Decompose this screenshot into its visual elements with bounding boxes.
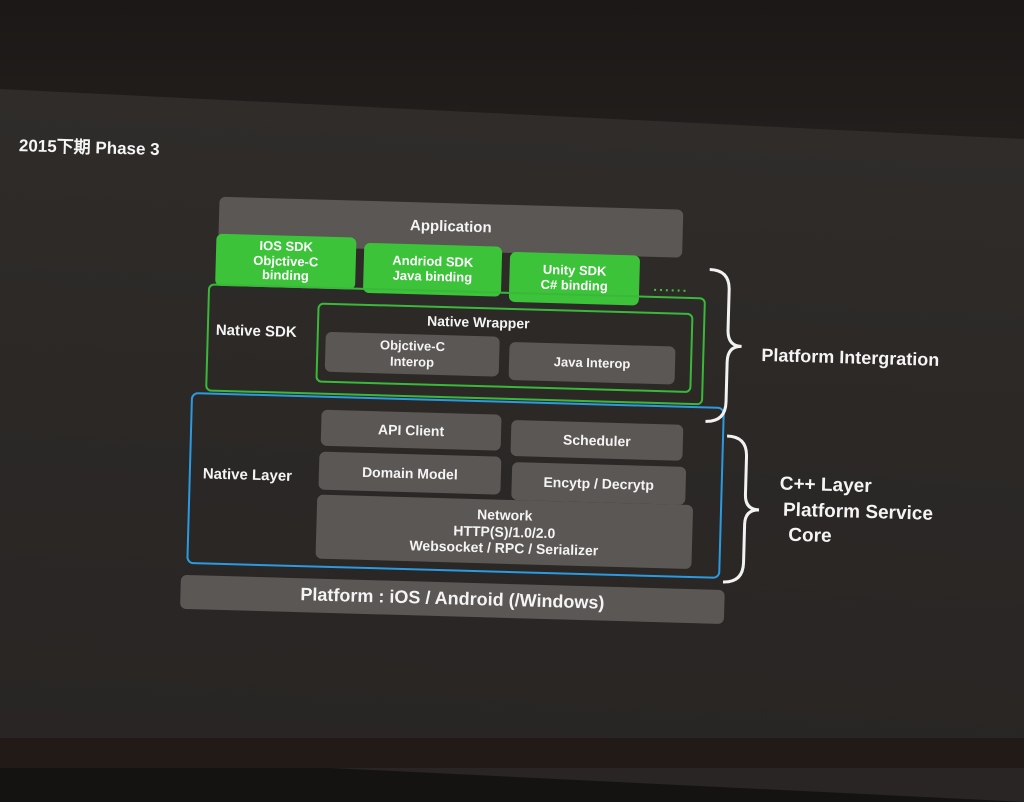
scheduler-label: Scheduler <box>562 431 631 449</box>
core-label: C++ Layer Platform Service Core <box>778 472 934 553</box>
platform-label: Platform : iOS / Android (/Windows) <box>300 584 605 613</box>
api-client-label: API Client <box>377 420 445 439</box>
integration-brace-icon <box>705 267 742 423</box>
ios-sdk-line3: binding <box>261 267 310 284</box>
encrypt-label: Encytp / Decrytp <box>543 473 655 493</box>
slide: 2015下期 Phase 3 Application IOS SDK Objct… <box>18 136 940 625</box>
ios-sdk-box: IOS SDK Objctive-C binding <box>215 233 357 290</box>
encrypt-box: Encytp / Decrytp <box>511 462 687 505</box>
network-box: Network HTTP(S)/1.0/2.0 Websocket / RPC … <box>315 494 694 570</box>
room-floor <box>0 738 1024 768</box>
objc-interop-line2: Interop <box>389 353 435 370</box>
application-label: Application <box>409 217 492 237</box>
network-line1: Network <box>476 505 533 524</box>
domain-model-label: Domain Model <box>361 463 458 483</box>
unity-sdk-line2: C# binding <box>540 276 609 294</box>
native-wrapper-title: Native Wrapper <box>426 312 530 332</box>
native-sdk-label: Native SDK <box>215 321 297 341</box>
native-layer-label: Native Layer <box>202 465 293 485</box>
objc-interop-line1: Objctive-C <box>379 337 446 355</box>
core-line3: Core <box>788 525 832 548</box>
objc-interop-box: Objctive-C Interop <box>324 331 500 377</box>
integration-label: Platform Intergration <box>761 343 940 372</box>
android-sdk-line2: Java binding <box>392 267 473 285</box>
core-brace-icon <box>722 434 760 584</box>
java-interop-box: Java Interop <box>508 341 676 385</box>
network-line3: Websocket / RPC / Serializer <box>409 537 599 559</box>
java-interop-label: Java Interop <box>553 354 631 372</box>
more-sdks-dots: ...... <box>653 277 689 295</box>
api-client-box: API Client <box>320 409 502 451</box>
platform-box: Platform : iOS / Android (/Windows) <box>180 574 725 625</box>
domain-model-box: Domain Model <box>318 451 502 495</box>
slide-title: 2015下期 Phase 3 <box>18 136 160 160</box>
scheduler-box: Scheduler <box>510 419 684 461</box>
core-line1: C++ Layer <box>779 473 872 498</box>
integration-text: Platform Intergration <box>761 344 940 370</box>
